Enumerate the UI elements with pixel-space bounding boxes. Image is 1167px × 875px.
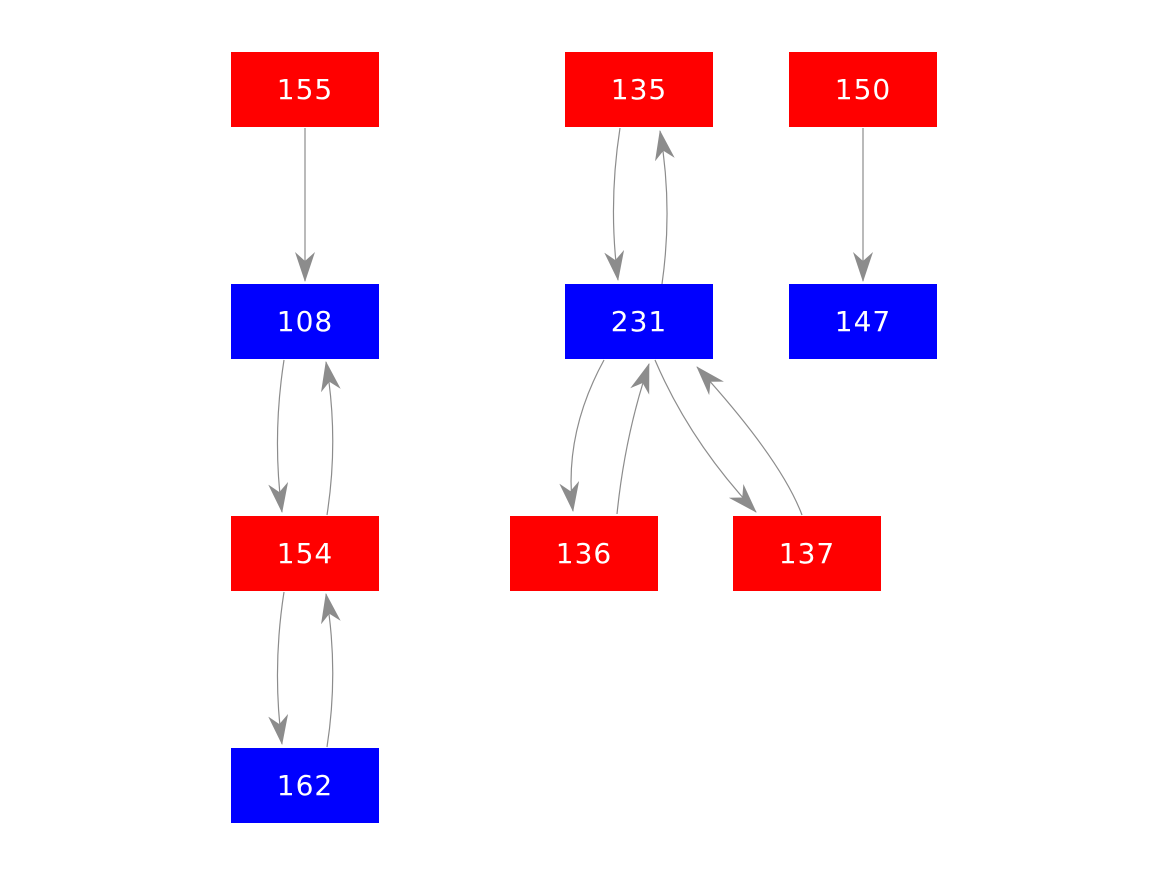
node-label: 162 [276, 769, 334, 802]
graph-node-231: 231 [565, 284, 713, 359]
edge-108-to-154 [268, 359, 289, 513]
graph-node-162: 162 [231, 748, 379, 823]
edge-231-to-136 [559, 359, 605, 512]
node-label: 108 [276, 305, 334, 338]
graph-node-135: 135 [565, 52, 713, 127]
edge-136-to-231 [616, 363, 650, 515]
edge-231-to-135 [655, 130, 675, 285]
graph-node-147: 147 [789, 284, 937, 359]
node-label: 147 [834, 305, 892, 338]
graph-node-154: 154 [231, 516, 379, 591]
node-label: 154 [276, 537, 334, 570]
edge-137-to-231 [696, 366, 803, 516]
node-label: 155 [276, 73, 334, 106]
node-label: 231 [610, 305, 668, 338]
graph-node-108: 108 [231, 284, 379, 359]
node-label: 137 [778, 537, 836, 570]
edge-135-to-231 [604, 127, 625, 281]
graph-node-150: 150 [789, 52, 937, 127]
graph-node-136: 136 [510, 516, 658, 591]
edge-162-to-154 [321, 593, 341, 748]
edge-154-to-162 [268, 591, 289, 745]
edge-154-to-108 [321, 361, 341, 516]
edge-231-to-137 [654, 359, 757, 513]
graph-node-137: 137 [733, 516, 881, 591]
node-label: 150 [834, 73, 892, 106]
node-label: 135 [610, 73, 668, 106]
node-label: 136 [555, 537, 613, 570]
graph-node-155: 155 [231, 52, 379, 127]
